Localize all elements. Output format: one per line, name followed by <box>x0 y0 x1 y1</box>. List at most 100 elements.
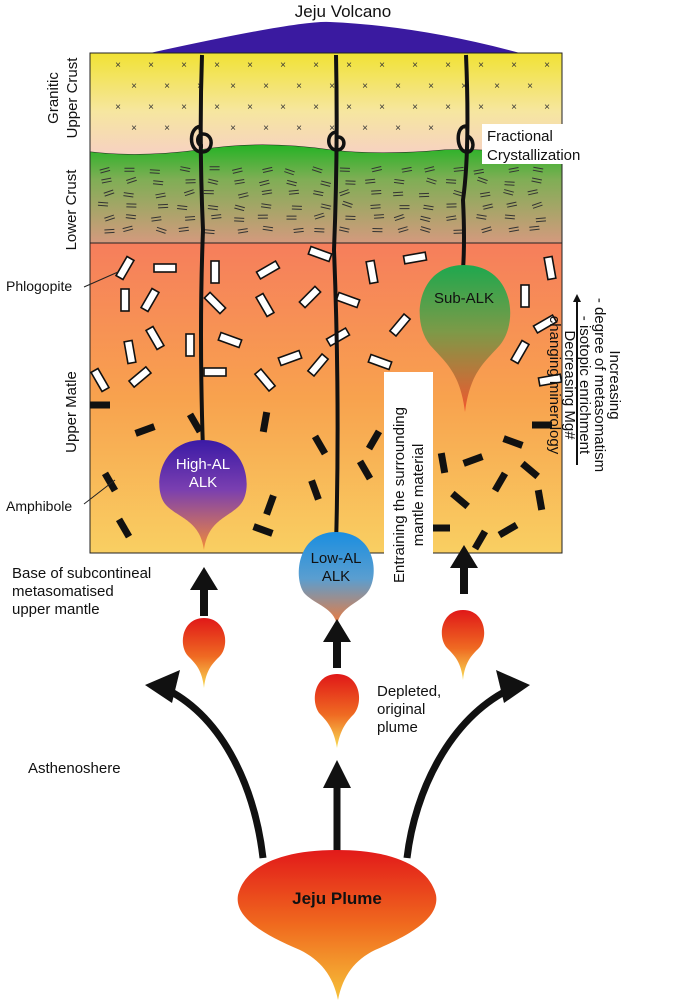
x-mark: × <box>148 102 154 113</box>
dash-mark <box>446 215 457 221</box>
dash-line <box>262 166 273 171</box>
dash-line <box>392 191 404 194</box>
dash-line <box>234 207 245 212</box>
dash-mark <box>207 178 219 185</box>
dash-mark <box>401 166 413 173</box>
dash-mark <box>311 166 323 174</box>
crystallization-label-line1: Fractional <box>487 128 553 145</box>
dash-line <box>208 178 219 182</box>
dash-mark <box>504 181 515 186</box>
dash-line <box>397 226 408 230</box>
dash-mark <box>155 226 167 234</box>
dash-mark <box>207 205 219 211</box>
dash-mark <box>371 190 382 195</box>
dash-mark <box>473 168 485 175</box>
sub-alk-label: Sub-ALK <box>434 290 494 307</box>
phlogopite-crystal <box>402 251 428 265</box>
dash-line <box>293 227 304 231</box>
x-mark: × <box>296 81 302 92</box>
low-al-label-line2: ALK <box>322 568 350 585</box>
dash-line <box>340 191 350 197</box>
dash-mark <box>397 226 409 233</box>
dash-line <box>125 217 136 220</box>
amphibole-crystal <box>252 523 274 537</box>
phlogopite-crystal <box>120 288 130 312</box>
dash-line <box>208 205 219 208</box>
dash-line <box>338 189 349 194</box>
phlogopite-crystal <box>367 353 393 371</box>
dash-line <box>446 218 457 221</box>
dash-line <box>482 203 493 207</box>
x-mark: × <box>280 60 286 71</box>
dash-line <box>152 183 163 186</box>
dash-mark <box>178 226 189 233</box>
dash-line <box>477 179 487 184</box>
dash-line <box>178 226 189 230</box>
dash-line <box>126 214 137 217</box>
dash-line <box>184 216 195 218</box>
conduit-high-al <box>198 54 206 451</box>
dash-mark <box>179 166 191 173</box>
amphibole-crystal <box>263 494 277 516</box>
dash-mark <box>234 217 245 222</box>
dash-line <box>507 204 518 208</box>
dash-line <box>261 203 272 206</box>
dash-line <box>453 169 464 172</box>
depleted-label-line1: Depleted, <box>377 683 441 700</box>
dash-line <box>528 192 539 196</box>
dash-mark <box>508 167 520 173</box>
dash-mark <box>103 189 115 197</box>
dash-line <box>155 195 166 199</box>
dash-mark <box>419 215 431 223</box>
dash-mark <box>399 205 410 210</box>
dash-line <box>393 194 404 197</box>
dash-line <box>98 201 109 204</box>
dash-mark <box>126 203 137 208</box>
dash-line <box>370 204 381 206</box>
dash-mark <box>446 203 457 208</box>
amphibole-crystal <box>308 479 322 501</box>
diagram-title: Jeju Volcano <box>295 2 391 21</box>
dash-line <box>446 215 457 218</box>
phlogopite-crystal <box>253 367 277 393</box>
dash-line <box>420 229 430 233</box>
x-mark: × <box>329 81 335 92</box>
x-mark: × <box>511 60 517 71</box>
dash-mark <box>259 179 270 187</box>
amphibole-crystal <box>520 460 540 480</box>
dash-mark <box>261 189 273 195</box>
dash-line <box>394 216 405 222</box>
amphibole-crystal <box>497 521 519 539</box>
x-mark: × <box>445 60 451 71</box>
x-mark: × <box>313 60 319 71</box>
dash-line <box>531 201 542 206</box>
x-mark: × <box>346 60 352 71</box>
x-mark: × <box>247 60 253 71</box>
dash-line <box>204 229 215 232</box>
jeju-plume-label: Jeju Plume <box>292 889 382 908</box>
dash-line <box>123 228 134 233</box>
dash-mark <box>476 214 487 220</box>
x-mark: × <box>412 102 418 113</box>
dash-line <box>529 225 540 228</box>
dash-line <box>481 226 492 231</box>
dash-mark <box>184 216 196 221</box>
dash-mark <box>291 205 302 210</box>
dash-line <box>183 189 194 194</box>
dash-line <box>509 229 520 233</box>
upper-crust-x-marks: ××××××××××××××××××××××××××××××××××××××××… <box>115 60 550 134</box>
x-mark: × <box>115 102 121 113</box>
dash-mark <box>123 192 134 198</box>
dash-line <box>259 182 270 187</box>
dash-mark <box>151 216 162 222</box>
dash-mark <box>393 178 405 185</box>
dash-line <box>158 206 169 209</box>
dash-line <box>504 217 515 220</box>
dash-line <box>313 212 324 217</box>
dash-line <box>238 231 249 234</box>
dash-line <box>532 204 543 209</box>
amphibole-crystal <box>450 490 470 510</box>
dash-line <box>532 169 543 173</box>
dash-line <box>474 171 485 175</box>
